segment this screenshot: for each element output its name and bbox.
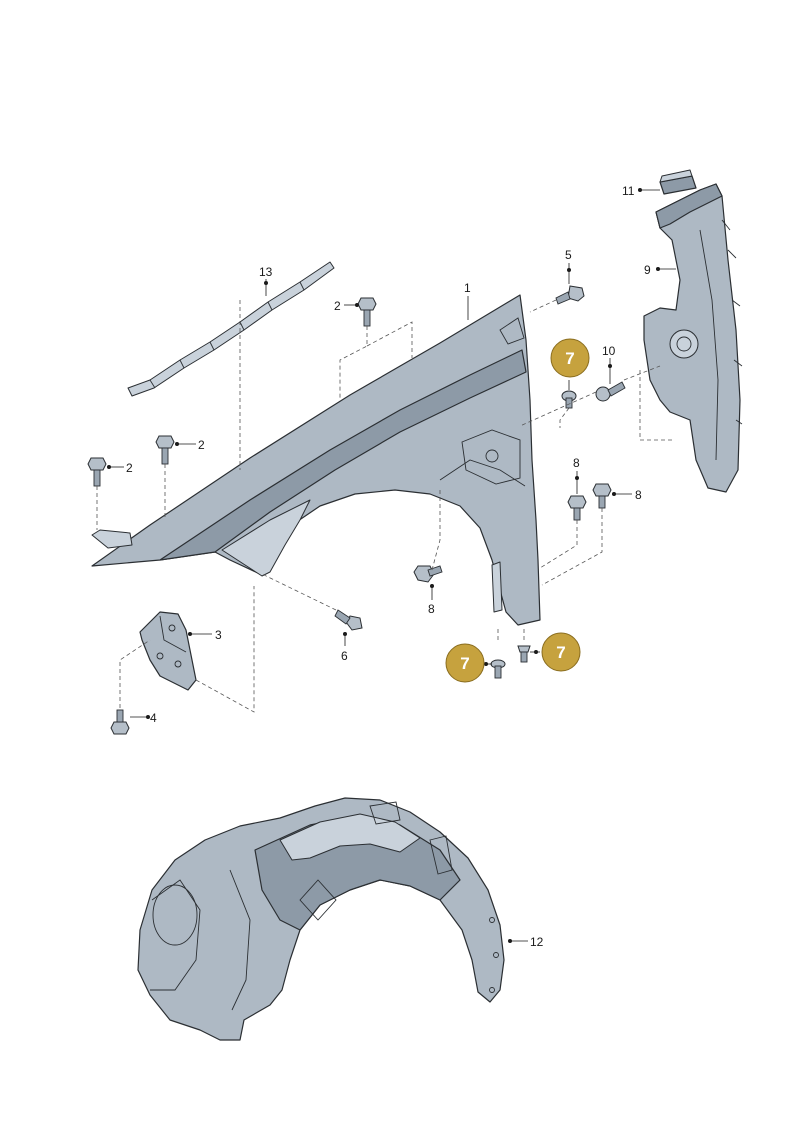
bolt-2c <box>87 457 107 487</box>
highlight-badges: 7 7 7 <box>445 338 590 683</box>
callout-8-top: 8 <box>573 456 580 470</box>
block-part-11 <box>659 169 697 195</box>
bolt-2a <box>357 297 377 327</box>
bolt-8b <box>592 483 612 509</box>
clip-7b <box>517 645 531 663</box>
bolt-5 <box>555 285 585 305</box>
callout-2-middle: 2 <box>198 438 205 452</box>
bolt-8a <box>567 495 587 521</box>
callout-4: 4 <box>150 711 157 725</box>
callout-1: 1 <box>464 281 471 295</box>
bolt-upper-7 <box>561 390 577 409</box>
callout-2-top: 2 <box>334 299 341 313</box>
wheel-arch-liner-part-12 <box>137 797 505 1041</box>
highlight-badge-lower-left-label: 7 <box>460 654 469 673</box>
bracket-part-9 <box>643 183 743 493</box>
callout-3: 3 <box>215 628 222 642</box>
seal-strip-part-13 <box>127 261 335 397</box>
callout-6: 6 <box>341 649 348 663</box>
callout-9: 9 <box>644 263 651 277</box>
leader-lines <box>107 188 676 943</box>
assembly-dashed-lines <box>96 299 672 713</box>
callout-5: 5 <box>565 248 572 262</box>
highlight-badge-lower-left: 7 <box>445 643 485 683</box>
clip-7a <box>490 659 506 679</box>
callout-13: 13 <box>259 265 273 279</box>
highlight-badge-upper-label: 7 <box>565 349 574 368</box>
callout-8-bottom: 8 <box>428 602 435 616</box>
fender-part-1 <box>91 294 541 626</box>
bolt-4 <box>110 709 130 735</box>
bolt-2b <box>155 435 175 465</box>
callout-11: 11 <box>622 184 635 198</box>
callout-2-left: 2 <box>126 461 133 475</box>
callout-10: 10 <box>602 344 616 358</box>
highlight-badge-upper: 7 <box>550 338 590 378</box>
bolt-10 <box>595 381 626 402</box>
part-number-labels: 1 2 2 2 3 4 5 6 8 8 8 9 10 11 12 13 <box>126 184 651 949</box>
bolt-6 <box>334 609 363 631</box>
highlight-badge-lower-right: 7 <box>541 632 581 672</box>
highlight-badge-lower-right-label: 7 <box>556 643 565 662</box>
callout-12: 12 <box>530 935 544 949</box>
bolt-8c <box>413 565 443 583</box>
callout-8-right: 8 <box>635 488 642 502</box>
small-bracket-part-3 <box>139 611 197 691</box>
